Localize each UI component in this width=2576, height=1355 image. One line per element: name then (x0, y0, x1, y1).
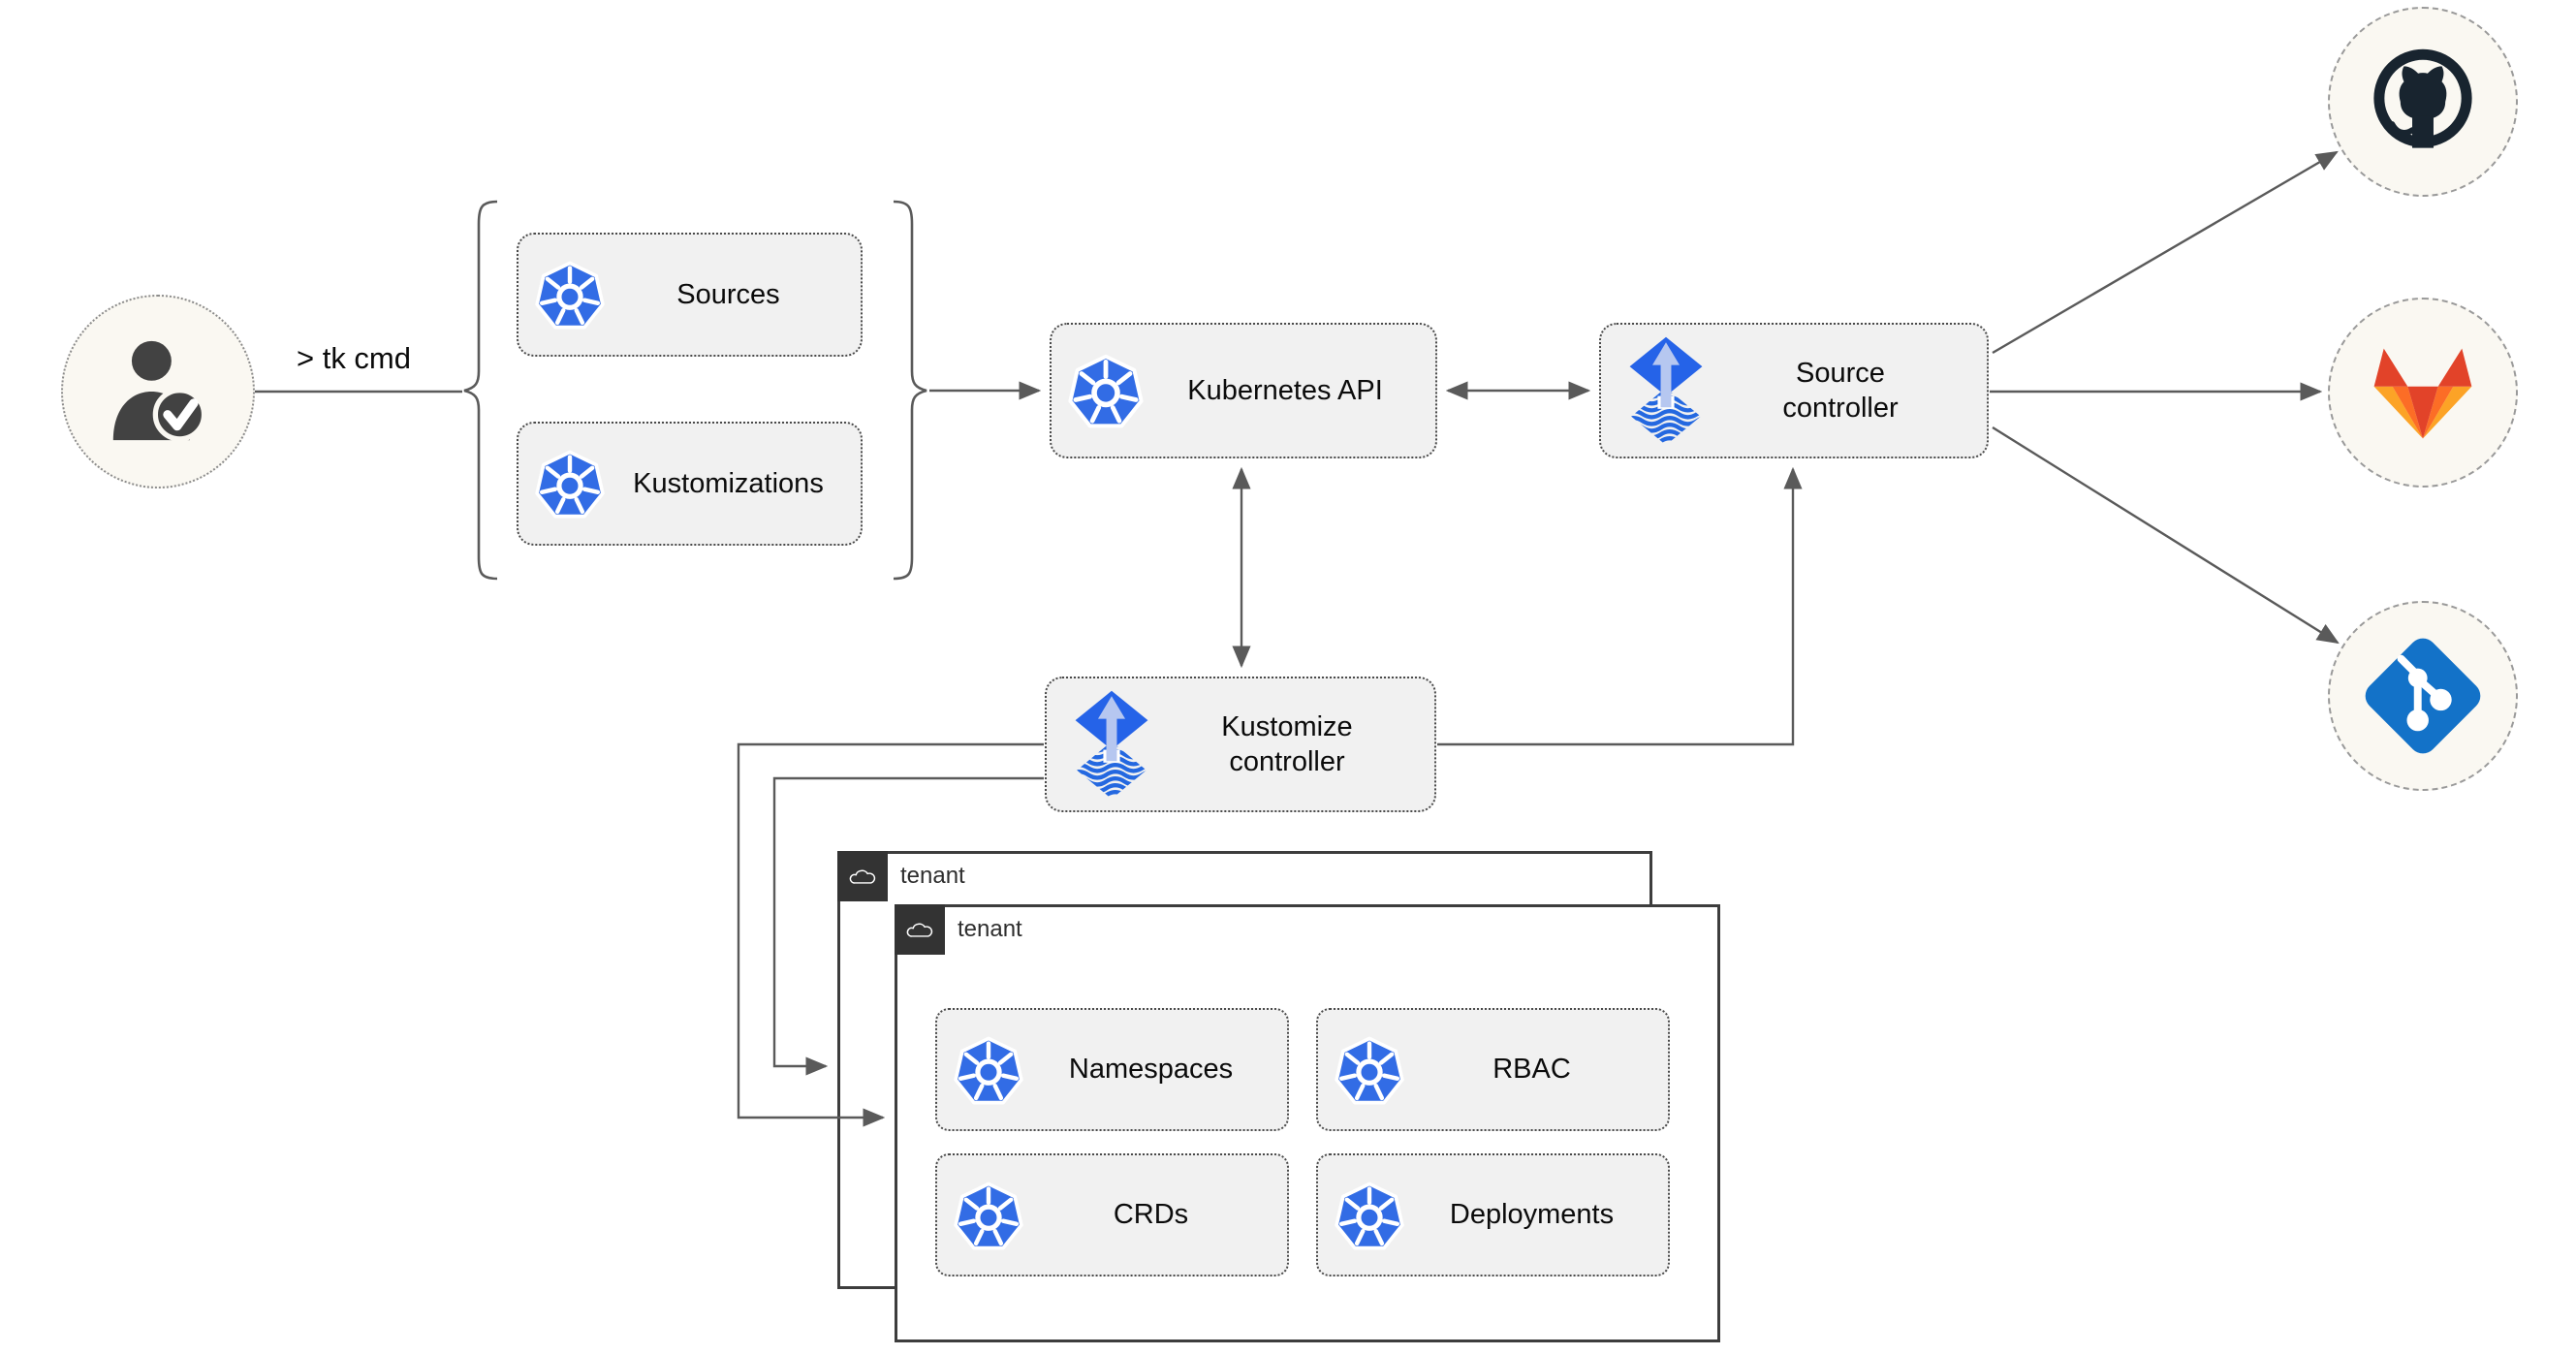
kubernetes-icon (534, 258, 606, 331)
github-node (2328, 7, 2518, 197)
edge-kustomize-to-source-controller (1437, 466, 1803, 746)
kustomize-controller-node: Kustomize controller (1045, 677, 1436, 812)
kubernetes-icon (1334, 1179, 1405, 1252)
node-label: Kubernetes API (1187, 374, 1383, 406)
cli-resources-brace-right (893, 200, 927, 581)
github-icon (2364, 43, 2482, 161)
node-label: CRDs (1113, 1199, 1189, 1231)
kubernetes-icon (953, 1179, 1024, 1252)
deployments-node: Deployments (1316, 1153, 1670, 1276)
kubernetes-api-node: Kubernetes API (1050, 323, 1437, 458)
user-check-icon (94, 328, 222, 456)
edge-source-controller-to-git (1992, 425, 2340, 645)
node-label: Source controller (1782, 357, 1899, 424)
node-label: Sources (676, 278, 780, 310)
node-label: Kustomize controller (1221, 710, 1353, 777)
source-controller-node: Source controller (1599, 323, 1989, 458)
cloud-icon (847, 865, 879, 888)
node-label: RBAC (1492, 1054, 1571, 1086)
tenant-group-label: tenant (958, 916, 1022, 942)
gitlab-node (2328, 298, 2518, 488)
kubernetes-icon (953, 1033, 1024, 1107)
rbac-node: RBAC (1316, 1008, 1670, 1131)
kubernetes-icon (534, 447, 606, 520)
cloud-icon (904, 918, 936, 941)
tenant-tab (895, 904, 945, 955)
kustomizations-node: Kustomizations (517, 422, 863, 546)
node-label: Namespaces (1068, 1054, 1234, 1086)
gitlab-icon (2369, 343, 2477, 443)
git-icon (2359, 632, 2487, 760)
node-label: Kustomizations (633, 467, 824, 499)
flux-icon (1074, 690, 1149, 800)
user-node (61, 295, 255, 488)
kubernetes-icon (1334, 1033, 1405, 1107)
cli-command-label: > tk cmd (296, 341, 411, 375)
git-node (2328, 601, 2518, 791)
edge-source-controller-to-github (1992, 150, 2339, 355)
node-label: Deployments (1449, 1199, 1615, 1231)
kubernetes-icon (1067, 351, 1145, 430)
crds-node: CRDs (935, 1153, 1289, 1276)
namespaces-node: Namespaces (935, 1008, 1289, 1131)
tenant-group-label: tenant (900, 863, 965, 889)
flux-icon (1628, 336, 1704, 446)
tenant-tab (837, 851, 888, 901)
sources-node: Sources (517, 233, 863, 357)
cli-resources-brace-left (463, 200, 498, 581)
